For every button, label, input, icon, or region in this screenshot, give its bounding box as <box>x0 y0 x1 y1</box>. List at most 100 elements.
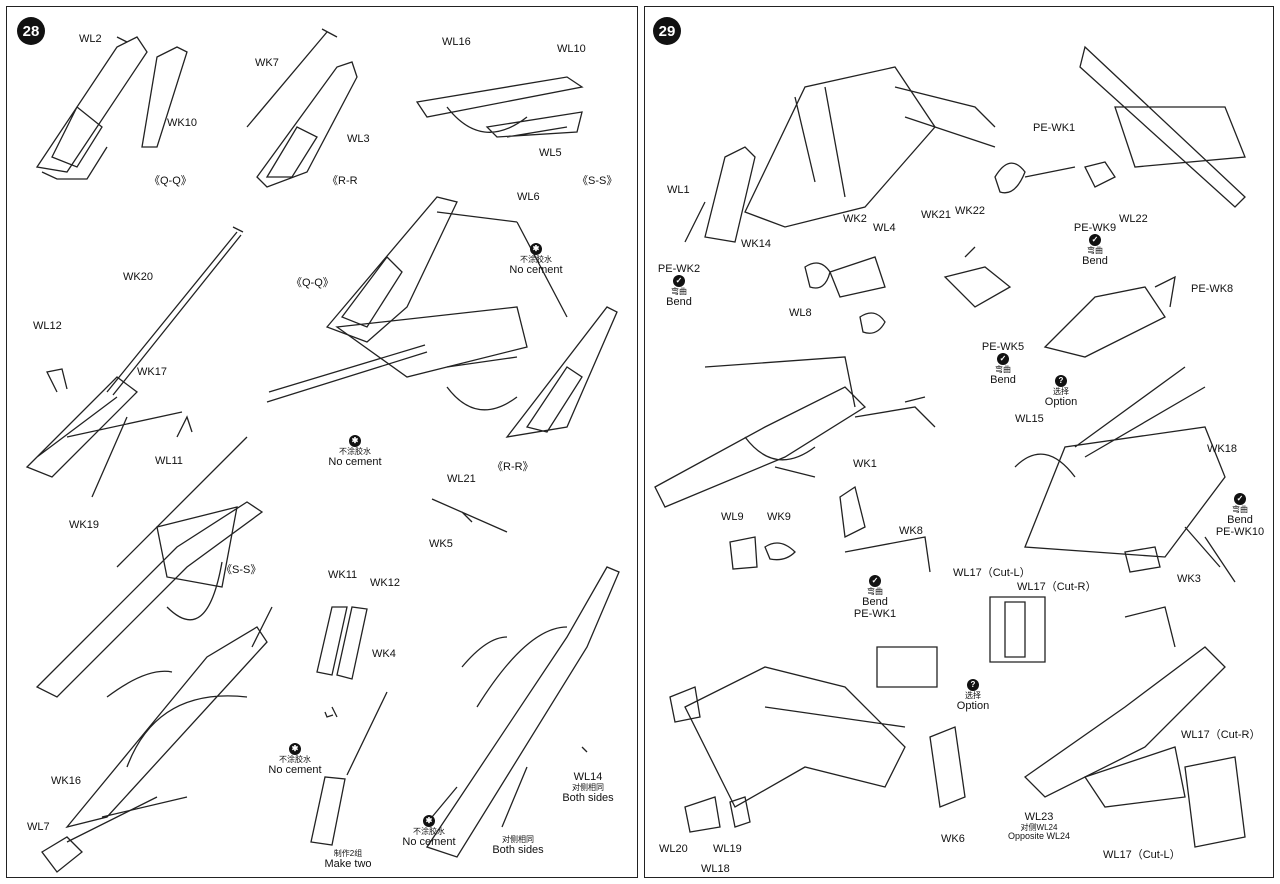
view-label-qq-top: 《Q-Q》 <box>149 175 192 187</box>
part-label-wk18: WK18 <box>1207 443 1237 455</box>
part-label-wl14: WL14 <box>573 771 603 783</box>
part-label-pe-wk1-top: PE-WK1 <box>1033 122 1076 134</box>
part-label-wk10: WK10 <box>167 117 197 129</box>
option-text: Option <box>1044 396 1078 408</box>
bend-text: Bend <box>862 596 888 608</box>
part-label-wl16: WL16 <box>442 36 471 48</box>
bend-zh: 弯曲 <box>1232 505 1248 514</box>
both-sides-text: Both sides <box>492 844 544 856</box>
step-28-panel: 28 WL2 WK10 《Q-Q》 WK7 WL3 《R-R WL16 WL10… <box>6 6 638 878</box>
part-label-wk5: WK5 <box>429 538 453 550</box>
make-two-text: Make two <box>324 858 372 870</box>
view-label-rr-mid: 《R-R》 <box>492 461 534 473</box>
part-label-wk3: WK3 <box>1177 573 1201 585</box>
part-label-pe-wk10: PE-WK10 <box>1215 526 1265 538</box>
step-29-panel: 29 WL1 WK14 PE-WK2 ✓ 弯曲 Bend WK2 WL4 WL8… <box>644 6 1274 878</box>
part-label-wl22: WL22 <box>1119 213 1148 225</box>
bend-text: Bend <box>666 296 692 308</box>
part-label-wl17-cutl-bot: WL17（Cut-L） <box>1103 849 1181 861</box>
bend-text: Bend <box>1227 514 1253 526</box>
part-label-wk16: WK16 <box>51 775 81 787</box>
part-label-wk12: WK12 <box>370 577 400 589</box>
bend-icon: ✓ <box>1089 234 1101 246</box>
no-cement-text: No cement <box>402 836 456 848</box>
step-number-badge: 28 <box>17 17 45 45</box>
part-label-wl1: WL1 <box>667 184 690 196</box>
both-sides-note-1: 对侧相同 Both sides <box>483 835 553 856</box>
part-label-wl6: WL6 <box>517 191 540 203</box>
option-zh: 选择 <box>965 691 981 700</box>
no-cement-zh: 不涂胶水 <box>520 255 552 264</box>
view-label-ss-top: 《S-S》 <box>577 175 618 187</box>
make-two-zh: 制作2组 <box>333 849 363 858</box>
view-label-qq-mid: 《Q-Q》 <box>291 277 334 289</box>
no-cement-text: No cement <box>268 764 322 776</box>
part-label-pe-wk8: PE-WK8 <box>1191 283 1234 295</box>
no-cement-text: No cement <box>509 264 563 276</box>
option-note-2: ? 选择 Option <box>951 679 995 712</box>
view-label-ss-mid: 《S-S》 <box>221 564 262 576</box>
part-label-wl3: WL3 <box>347 133 370 145</box>
part-label-wk11: WK11 <box>328 569 358 581</box>
no-cement-icon: ✱ <box>530 243 542 255</box>
bend-text: Bend <box>990 374 1016 386</box>
part-label-wk2: WK2 <box>843 213 867 225</box>
part-label-wk6: WK6 <box>941 833 965 845</box>
opposite-zh: 对侧WL24 <box>1020 823 1058 832</box>
make-two-note: 制作2组 Make two <box>313 849 383 870</box>
part-label-wl17-cutl-top: WL17（Cut-L） <box>953 567 1031 579</box>
wl14-both-sides-note: WL14 对侧相同 Both sides <box>553 771 623 804</box>
part-label-wk20: WK20 <box>123 271 153 283</box>
both-sides-text: Both sides <box>562 792 614 804</box>
pe-wk2-bend-note: PE-WK2 ✓ 弯曲 Bend <box>651 263 707 308</box>
part-label-wk8: WK8 <box>899 525 923 537</box>
part-label-pe-wk9: PE-WK9 <box>1073 222 1117 234</box>
no-cement-text: No cement <box>328 456 382 468</box>
no-cement-zh: 不涂胶水 <box>339 447 371 456</box>
part-label-wl15: WL15 <box>1015 413 1044 425</box>
part-label-wl7: WL7 <box>27 821 50 833</box>
part-label-wl23: WL23 <box>1024 811 1054 823</box>
part-label-wk21: WK21 <box>921 209 951 221</box>
pe-wk9-bend-note: PE-WK9 ✓ 弯曲 Bend <box>1065 222 1125 267</box>
bend-icon: ✓ <box>1234 493 1246 505</box>
part-label-wk22: WK22 <box>955 205 985 217</box>
both-sides-zh: 对侧相同 <box>572 783 604 792</box>
step-29-line-art <box>654 45 1246 848</box>
bend-icon: ✓ <box>869 575 881 587</box>
no-cement-icon: ✱ <box>289 743 301 755</box>
part-label-wl21: WL21 <box>447 473 476 485</box>
part-label-wl18: WL18 <box>701 863 730 875</box>
part-label-wl11: WL11 <box>155 455 183 467</box>
no-cement-zh: 不涂胶水 <box>279 755 311 764</box>
part-label-wl2: WL2 <box>79 33 102 45</box>
part-label-wk4: WK4 <box>372 648 396 660</box>
bend-zh: 弯曲 <box>995 365 1011 374</box>
pe-wk10-bend-note: ✓ 弯曲 Bend PE-WK10 <box>1209 493 1271 538</box>
no-cement-note-2: ✱ 不涂胶水 No cement <box>317 435 393 468</box>
wl23-opposite-note: WL23 对侧WL24 Opposite WL24 <box>999 811 1079 841</box>
part-label-wl17-cutr-top: WL17（Cut-R） <box>1017 581 1097 593</box>
part-label-wl19: WL19 <box>713 843 742 855</box>
option-zh: 选择 <box>1053 387 1069 396</box>
no-cement-note-4: ✱ 不涂胶水 No cement <box>391 815 467 848</box>
both-sides-zh: 对侧相同 <box>502 835 534 844</box>
part-label-wl5: WL5 <box>539 147 562 159</box>
option-icon: ? <box>1055 375 1067 387</box>
part-label-wl17-cutr-bot: WL17（Cut-R） <box>1181 729 1261 741</box>
no-cement-icon: ✱ <box>349 435 361 447</box>
part-label-wk9: WK9 <box>767 511 791 523</box>
step-28-line-art <box>25 28 620 873</box>
bend-icon: ✓ <box>997 353 1009 365</box>
part-label-wl20: WL20 <box>659 843 688 855</box>
part-label-wl12: WL12 <box>33 320 62 332</box>
part-label-wl4: WL4 <box>873 222 896 234</box>
part-label-pe-wk2: PE-WK2 <box>657 263 701 275</box>
bend-zh: 弯曲 <box>671 287 687 296</box>
part-label-pe-wk1-mid: PE-WK1 <box>853 608 897 620</box>
part-label-wl10: WL10 <box>557 43 586 55</box>
bend-zh: 弯曲 <box>867 587 883 596</box>
option-text: Option <box>956 700 990 712</box>
no-cement-icon: ✱ <box>423 815 435 827</box>
part-label-wk7: WK7 <box>255 57 279 69</box>
